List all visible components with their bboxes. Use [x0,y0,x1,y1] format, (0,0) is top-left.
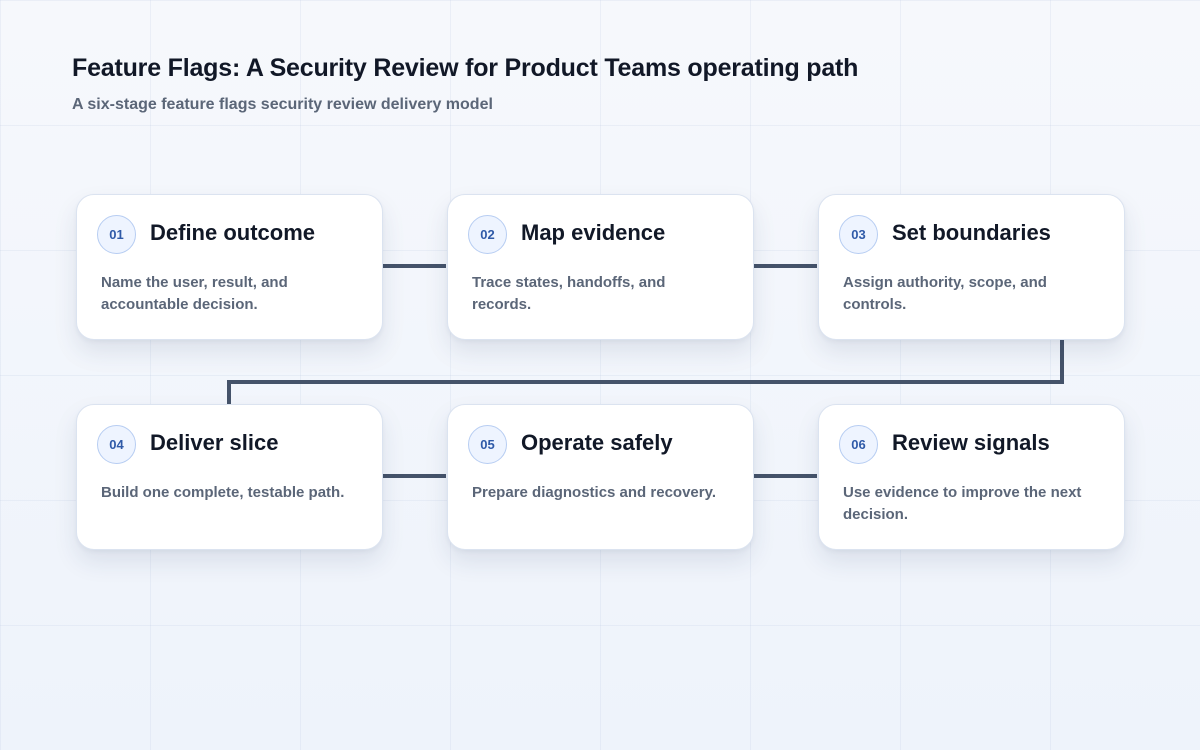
stage-title: Define outcome [150,220,316,245]
stage-description: Use evidence to improve the next decisio… [843,484,1082,523]
stage-title: Map evidence [521,220,666,245]
stage-description: Build one complete, testable path. [101,484,345,501]
stage-card-03: 03 Set boundaries Assign authority, scop… [818,194,1125,340]
stage-number-badge: 02 [468,215,507,254]
stage-number-badge: 03 [839,215,878,254]
stage-title: Operate safely [521,430,673,455]
stage-card-05: 05 Operate safely Prepare diagnostics an… [447,404,754,550]
stage-title: Review signals [892,430,1050,455]
stage-card-02: 02 Map evidence Trace states, handoffs, … [447,194,754,340]
stage-description: Assign authority, scope, and controls. [843,274,1047,313]
stage-card-06: 06 Review signals Use evidence to improv… [818,404,1125,550]
page-subtitle: A six-stage feature flags security revie… [72,96,493,113]
stage-description: Name the user, result, and accountable d… [101,274,288,313]
stage-number-badge: 06 [839,425,878,464]
stage-card-01: 01 Define outcome Name the user, result,… [76,194,383,340]
page-title: Feature Flags: A Security Review for Pro… [72,54,859,82]
stage-description: Prepare diagnostics and recovery. [472,484,716,501]
stage-card-04: 04 Deliver slice Build one complete, tes… [76,404,383,550]
stage-number-badge: 05 [468,425,507,464]
stage-title: Deliver slice [150,430,279,455]
stage-description: Trace states, handoffs, and records. [472,274,666,313]
stage-number-badge: 04 [97,425,136,464]
stage-number-badge: 01 [97,215,136,254]
connector-03-04 [227,340,1064,404]
stage-title: Set boundaries [892,220,1051,245]
